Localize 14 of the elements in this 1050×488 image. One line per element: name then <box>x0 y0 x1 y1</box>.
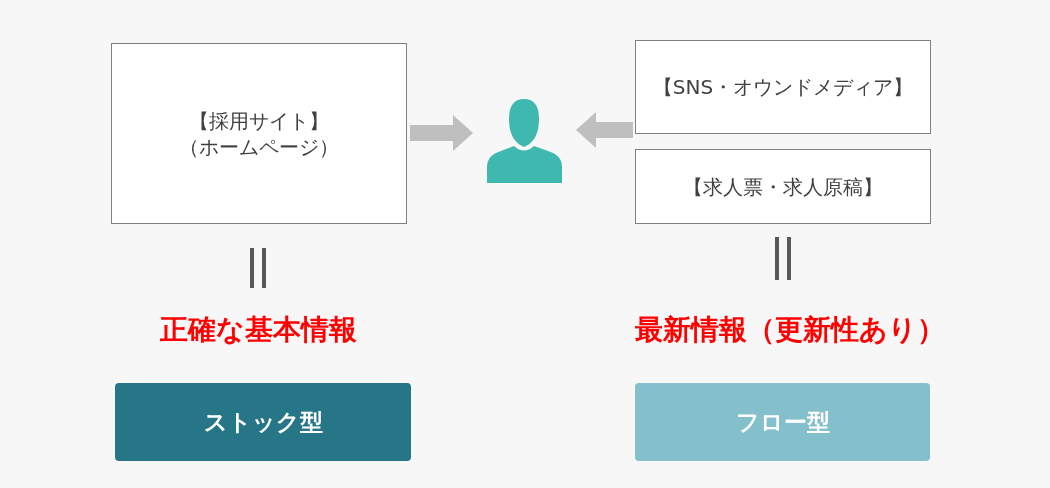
source-label: 【SNS・オウンドメディア】 <box>652 74 914 100</box>
type-label: フロー型 <box>735 407 830 437</box>
block-arrow <box>410 115 473 151</box>
website-box <box>111 43 407 224</box>
source-label: 【採用サイト】（ホームページ） <box>178 107 340 160</box>
media-box <box>635 40 931 134</box>
info-heading: 最新情報（更新性あり） <box>635 312 945 348</box>
type-badge <box>115 383 411 461</box>
source-label: 【求人票・求人原稿】 <box>683 173 883 200</box>
block-arrow <box>576 112 633 148</box>
type-label: ストック型 <box>203 407 323 437</box>
info-heading: 正確な基本情報 <box>159 312 357 348</box>
type-badge <box>635 383 930 461</box>
job-posting-box <box>635 149 931 224</box>
